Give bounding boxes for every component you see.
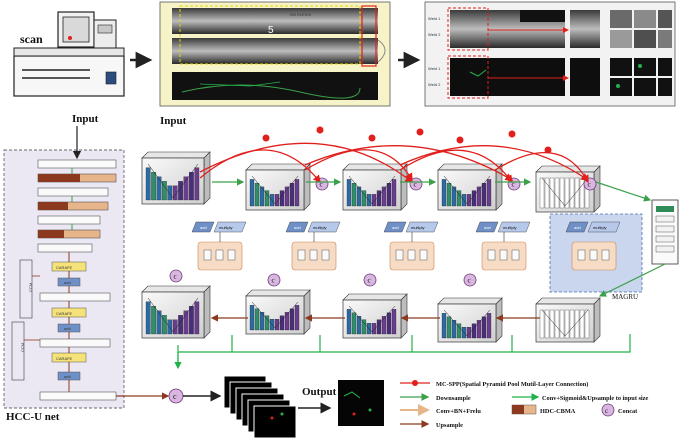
encoder-block-2 xyxy=(245,163,311,211)
legend-swatch-concat xyxy=(601,403,615,417)
weld-label-2: Weld 2 xyxy=(428,32,441,37)
input-label-right: Input xyxy=(160,115,187,127)
magru-multiply-label: multiply xyxy=(411,225,425,230)
svg-text:c: c xyxy=(320,181,323,189)
decoder-block-3 xyxy=(342,293,408,339)
hccunet-title: HCC-U net xyxy=(6,411,60,423)
legend-text-hdc: HDC-CBMA xyxy=(540,408,576,415)
weld-label-4: Weld 2 xyxy=(428,82,441,87)
bottleneck-stack xyxy=(598,199,679,297)
weld-label-1: Weld 1 xyxy=(428,16,441,21)
weld-label-3: Weld 1 xyxy=(428,66,441,71)
add-label-2: add xyxy=(64,326,71,331)
magru-cell-4: add multiply xyxy=(475,221,531,271)
ccm-label-1: CCM xyxy=(28,283,33,292)
magru-add-label: add xyxy=(200,225,207,230)
magru-cell-3: add multiply xyxy=(383,221,439,271)
mcspp-connections xyxy=(199,142,590,184)
downsample-arrows xyxy=(212,178,652,202)
final-concat-symbol: c xyxy=(173,392,177,401)
svg-text:c: c xyxy=(468,277,471,285)
carafe-block-2: CARAFE xyxy=(56,311,73,316)
weld-crops-panel xyxy=(424,1,676,107)
svg-text:add: add xyxy=(574,225,581,230)
hccunet-panel xyxy=(3,126,125,409)
magru-multiply-label: multiply xyxy=(503,225,517,230)
ccm-label-2: CCM xyxy=(20,343,25,352)
magru-multiply-label: multiply xyxy=(313,225,327,230)
encoder-block-1 xyxy=(141,151,211,205)
svg-text:c: c xyxy=(512,181,515,189)
concat-node-8: c xyxy=(463,273,477,287)
svg-text:c: c xyxy=(368,277,371,285)
decoder-block-5 xyxy=(535,297,601,343)
magru-cell-highlighted: add multiply xyxy=(565,221,621,271)
magru-multiply-label: multiply xyxy=(219,225,233,230)
scanner-icon xyxy=(13,11,125,97)
svg-text:multiply: multiply xyxy=(593,225,607,230)
add-label-1: add xyxy=(64,280,71,285)
svg-text:c: c xyxy=(272,277,275,285)
decoder-block-2 xyxy=(245,289,311,335)
svg-text:c: c xyxy=(174,273,177,281)
svg-text:c: c xyxy=(588,181,591,189)
encoder-block-4 xyxy=(437,163,503,211)
magru-add-label: add xyxy=(294,225,301,230)
legend-text-conv: Conv+BN+Frelu xyxy=(436,408,481,415)
add-label-3: add xyxy=(64,374,71,379)
concat-node-7: c xyxy=(363,273,377,287)
concat-node-5: c xyxy=(169,269,183,283)
output-stack xyxy=(223,375,384,439)
carafe-block-3: CARAFE xyxy=(56,356,73,361)
legend-text-sigmoid: Conv+Sigmoid&Upsample to input size xyxy=(542,395,648,402)
magru-label: MAGRU xyxy=(612,293,638,301)
magru-add-label: add xyxy=(484,225,491,230)
mcspp-nodes xyxy=(262,126,552,154)
magru-cells: add multiply add multiply add multiply add mult… xyxy=(191,221,621,271)
magru-add-label: add xyxy=(392,225,399,230)
svg-text:c: c xyxy=(414,181,417,189)
legend-text-upsample: Upsample xyxy=(436,422,463,429)
scan-label: scan xyxy=(20,32,43,46)
concat-node-6: c xyxy=(267,273,281,287)
final-concat xyxy=(116,388,222,404)
legend-text-downsample: Downsample xyxy=(436,395,471,402)
xray-strip-panel xyxy=(159,1,391,107)
carafe-block-1: CARAFE xyxy=(56,265,73,270)
legend-text-mcspp: MC-SPP(Spatial Pyramid Pool Mutil-Layer … xyxy=(436,381,588,388)
output-label: Output xyxy=(302,386,337,398)
decoder-block-4 xyxy=(437,297,503,343)
legend-text-concat: Concat xyxy=(618,408,638,415)
concat-node-4: c xyxy=(583,177,597,191)
magru-cell-1: add multiply xyxy=(191,221,247,271)
strip-marker: 5 xyxy=(268,25,274,36)
strip-caption: IIW ELEXIS xyxy=(290,12,311,17)
legend xyxy=(400,380,615,428)
legend-concat-symbol: c xyxy=(605,407,608,415)
input-label-left: Input xyxy=(72,113,99,125)
decoder-block-1 xyxy=(141,285,211,339)
magru-cell-2: add multiply xyxy=(285,221,341,271)
sigmoid-upsample-arrows xyxy=(174,334,631,370)
